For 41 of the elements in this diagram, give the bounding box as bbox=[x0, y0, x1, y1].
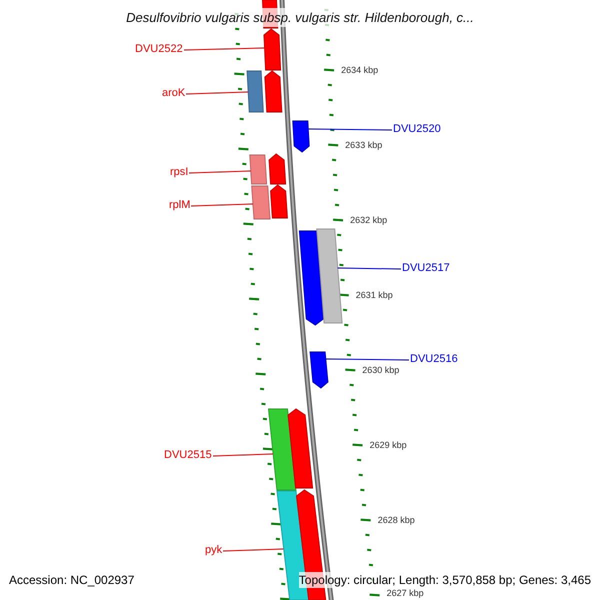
gene-block bbox=[249, 154, 268, 184]
gene-block bbox=[310, 352, 328, 389]
gene-label: rplM bbox=[169, 199, 190, 212]
gene-block bbox=[263, 28, 282, 70]
gene-block bbox=[268, 153, 286, 184]
leader-line bbox=[212, 454, 274, 456]
scale-label: 2631 kbp bbox=[356, 290, 393, 301]
gene-block bbox=[246, 70, 264, 112]
scale-label: 2627 kbp bbox=[386, 588, 424, 599]
gene-block bbox=[292, 120, 310, 153]
gene-label: DVU2522 bbox=[135, 43, 183, 56]
scale-label: 2629 kbp bbox=[370, 440, 407, 451]
gene-label: DVU2516 bbox=[410, 353, 458, 366]
gene-label: DVU2517 bbox=[402, 262, 450, 275]
gene-block bbox=[264, 70, 282, 112]
gene-block bbox=[268, 408, 296, 490]
info-text: Topology: circular; Length: 3,570,858 bp; Genes: 3,465 bbox=[298, 572, 591, 588]
gene-label: rpsI bbox=[170, 166, 188, 179]
gene-block bbox=[270, 184, 288, 218]
gene-block bbox=[298, 230, 324, 326]
leader-line bbox=[186, 92, 249, 94]
gene-block bbox=[288, 408, 314, 488]
scale-label: 2628 kbp bbox=[378, 515, 415, 526]
gene-label: pyk bbox=[205, 544, 222, 557]
leader-line bbox=[184, 48, 266, 50]
scale-label: 2630 kbp bbox=[362, 365, 400, 376]
gene-block bbox=[251, 186, 271, 220]
gene-block bbox=[316, 228, 343, 324]
leader-line bbox=[222, 548, 284, 552]
info-text: Accession: NC_002937 bbox=[9, 572, 134, 588]
leader-line bbox=[308, 128, 392, 130]
gene-label: DVU2515 bbox=[164, 449, 212, 462]
gene-label: aroK bbox=[162, 87, 186, 100]
scale-label: 2633 kbp bbox=[345, 140, 382, 151]
leader-line bbox=[188, 170, 252, 174]
gene-label: DVU2520 bbox=[393, 123, 441, 136]
leader-line bbox=[190, 204, 254, 206]
scale-label: 2632 kbp bbox=[350, 215, 388, 226]
leader-line bbox=[337, 268, 402, 270]
scale-label: 2634 kbp bbox=[341, 65, 378, 76]
leader-line bbox=[325, 358, 410, 360]
